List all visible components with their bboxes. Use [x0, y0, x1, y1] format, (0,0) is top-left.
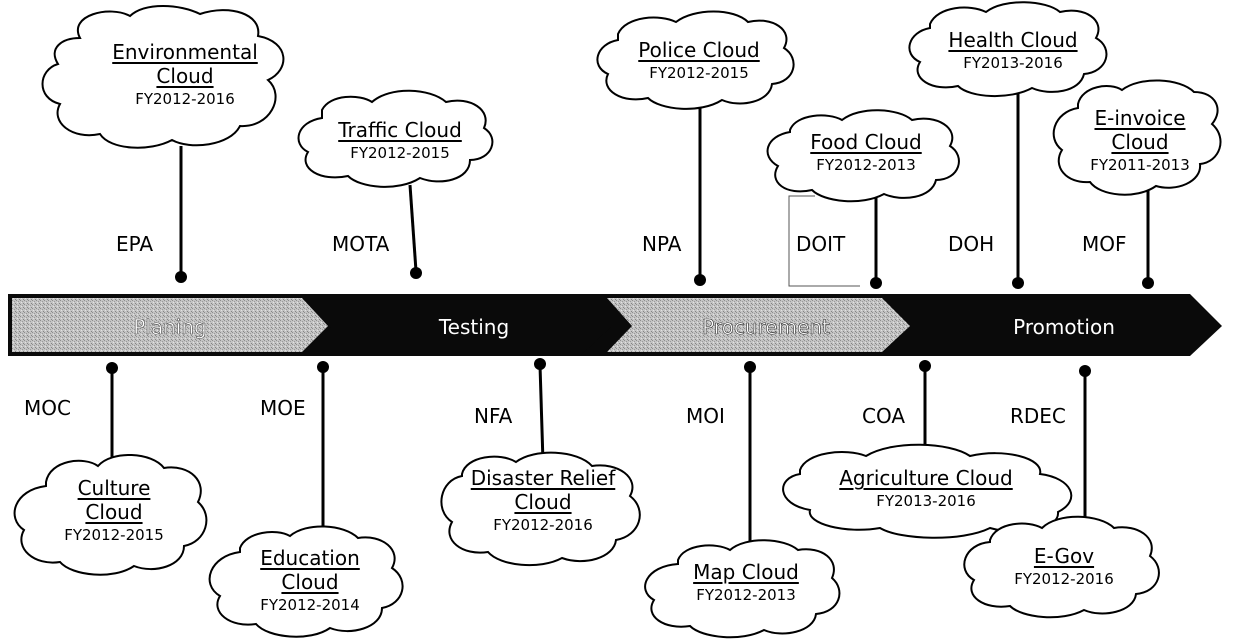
dot-traffic	[410, 267, 422, 279]
phase-label-promotion: Promotion	[1013, 315, 1115, 339]
cloud-shape-map	[644, 539, 841, 639]
cloud-shape-agriculture	[782, 443, 1073, 539]
agency-label-doit: DOIT	[796, 232, 846, 256]
cloud-name-agriculture: Agriculture Cloud	[839, 466, 1013, 490]
agency-label-epa: EPA	[116, 232, 154, 256]
cloud-shape-culture	[13, 454, 208, 576]
cloud-fy-food: FY2012-2013	[816, 156, 916, 174]
cloud-name-map: Map Cloud	[693, 560, 799, 584]
cloud-fy-disaster: FY2012-2016	[493, 516, 593, 534]
doit-bracket	[788, 195, 860, 287]
cloud-health: Health Cloud FY2013-2016	[918, 28, 1108, 74]
dot-agriculture	[919, 360, 931, 372]
cloud-disaster: Disaster Relief Cloud FY2012-2016	[448, 466, 638, 536]
dot-health	[1012, 277, 1024, 289]
cloud-name-education: Education Cloud	[260, 546, 360, 594]
cloud-shape-health	[908, 1, 1108, 97]
cloud-fy-einvoice: FY2011-2013	[1090, 156, 1190, 174]
phase-band-procurement-fill	[607, 298, 910, 352]
agency-label-rdec: RDEC	[1010, 404, 1066, 428]
phase-band-planing-fill	[12, 298, 328, 352]
cloud-name-police: Police Cloud	[638, 38, 760, 62]
cloud-agriculture: Agriculture Cloud FY2013-2016	[808, 466, 1044, 512]
dot-disaster	[534, 358, 546, 370]
cloud-shape-police	[596, 10, 795, 110]
cloud-traffic: Traffic Cloud FY2012-2015	[310, 118, 490, 164]
phase-labels-svg: Planing Testing Procurement Promotion	[133, 315, 1115, 340]
cloud-shape-disaster	[440, 451, 641, 567]
cloud-fy-map: FY2012-2013	[696, 586, 796, 604]
connector-dots	[106, 267, 1154, 377]
phase-label-testing: Testing	[438, 315, 509, 339]
cloud-fy-environmental: FY2012-2016	[135, 90, 235, 108]
agency-label-npa: NPA	[642, 232, 682, 256]
connectors	[110, 80, 1150, 548]
cloud-einvoice: E-invoice Cloud FY2011-2013	[1060, 106, 1220, 176]
cloud-name-health: Health Cloud	[948, 28, 1078, 52]
cloud-shapes	[13, 1, 1222, 639]
agency-label-mof: MOF	[1082, 232, 1127, 256]
cloud-fy-agriculture: FY2013-2016	[876, 492, 976, 510]
agency-label-mota: MOTA	[332, 232, 390, 256]
cloud-name-culture: Culture Cloud	[77, 476, 151, 524]
cloud-name-einvoice: E-invoice Cloud	[1094, 106, 1186, 154]
cloud-shape-environmental	[41, 5, 285, 149]
phase-label-procurement: Procurement	[702, 315, 830, 339]
connector-disaster	[538, 364, 545, 463]
cloud-shape-egov	[963, 515, 1160, 619]
dot-police	[694, 274, 706, 286]
dot-environmental	[175, 271, 187, 283]
dot-food	[870, 277, 882, 289]
cloud-fy-culture: FY2012-2015	[64, 526, 164, 544]
cloud-fy-police: FY2012-2015	[649, 64, 749, 82]
cloud-map: Map Cloud FY2012-2013	[658, 560, 834, 606]
cloud-name-food: Food Cloud	[810, 130, 922, 154]
cloud-name-disaster: Disaster Relief Cloud	[470, 466, 616, 514]
agency-label-doh: DOH	[948, 232, 995, 256]
cloud-police: Police Cloud FY2012-2015	[604, 38, 794, 84]
cloud-culture: Culture Cloud FY2012-2015	[26, 476, 202, 546]
phase-band-promotion	[880, 294, 1222, 356]
dot-map	[744, 361, 756, 373]
cloud-shape-einvoice	[1052, 79, 1222, 196]
cloud-name-egov: E-Gov	[1033, 544, 1095, 568]
cloud-environmental: Environmental Cloud FY2012-2016	[70, 40, 300, 110]
dot-education	[317, 361, 329, 373]
agency-label-coa: COA	[862, 404, 906, 428]
phase-band-testing	[290, 294, 612, 356]
dot-culture	[106, 362, 118, 374]
cloud-name-environmental: Environmental Cloud	[112, 40, 258, 88]
cloud-fy-traffic: FY2012-2015	[350, 144, 450, 162]
agency-label-moe: MOE	[260, 396, 306, 420]
cloud-fy-health: FY2013-2016	[963, 54, 1063, 72]
cloud-shape-traffic	[297, 89, 494, 188]
phase-label-planing: Planing	[133, 315, 206, 339]
cloud-education: Education Cloud FY2012-2014	[222, 546, 398, 616]
timeline-band	[8, 294, 1222, 356]
agency-label-moi: MOI	[686, 404, 725, 428]
cloud-egov: E-Gov FY2012-2016	[976, 544, 1152, 590]
cloud-fy-egov: FY2012-2016	[1014, 570, 1114, 588]
cloud-shape-food	[766, 109, 960, 203]
dot-egov	[1079, 365, 1091, 377]
agency-label-nfa: NFA	[474, 404, 513, 428]
agency-label-moc: MOC	[24, 396, 71, 420]
connector-traffic	[408, 184, 418, 272]
cloud-shape-education	[208, 525, 404, 638]
cloud-name-traffic: Traffic Cloud	[338, 118, 462, 142]
cloud-food: Food Cloud FY2012-2013	[776, 130, 956, 176]
dot-einvoice	[1142, 277, 1154, 289]
cloud-fy-education: FY2012-2014	[260, 596, 360, 614]
